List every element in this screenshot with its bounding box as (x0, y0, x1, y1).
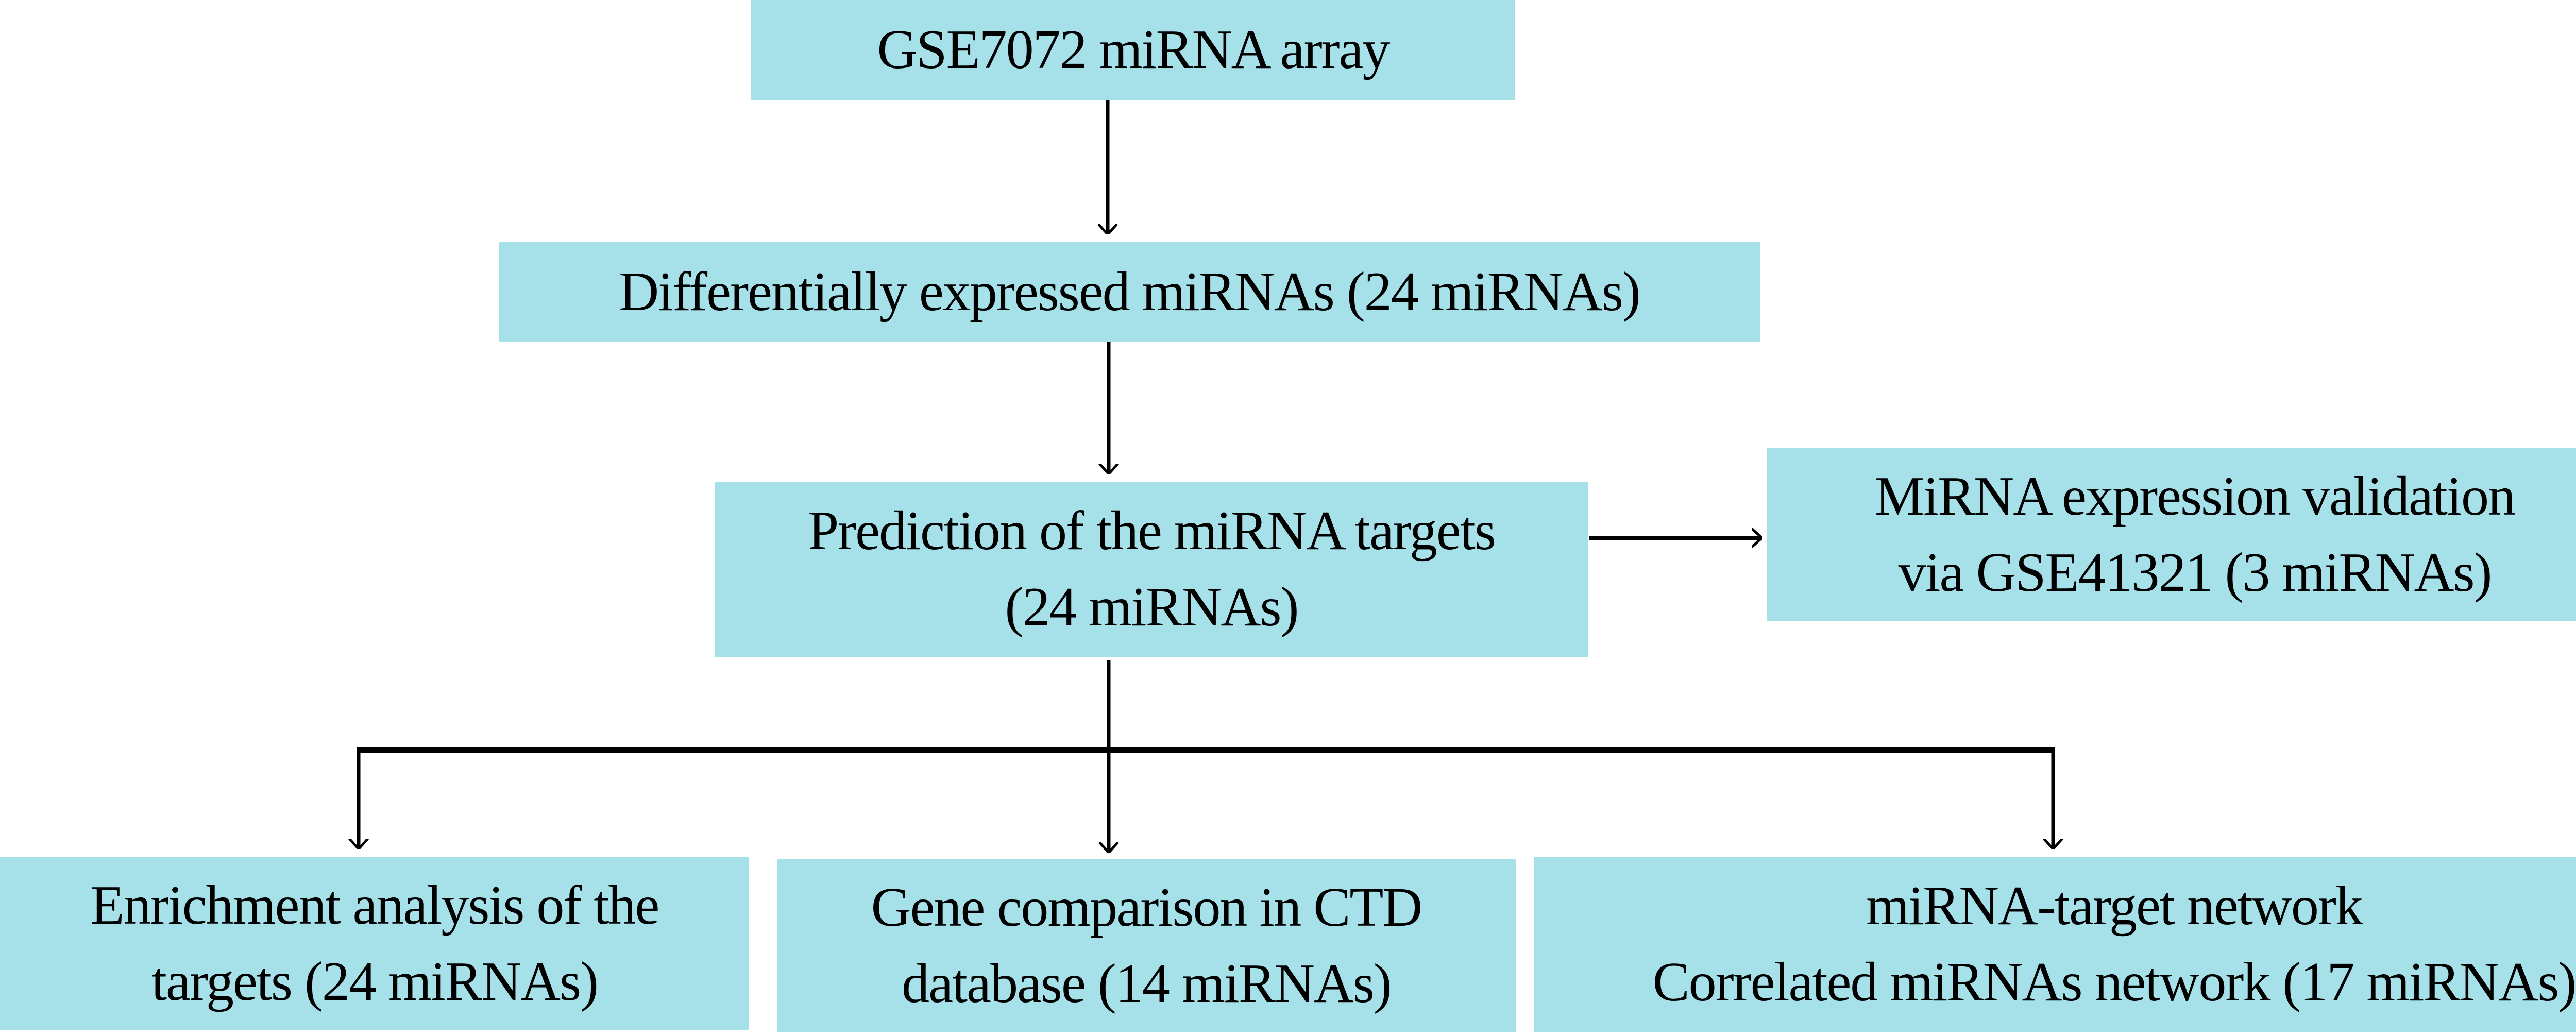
node-dem-line-1: Differentially expressed miRNAs (24 miRN… (619, 261, 1641, 322)
node-network-line-1: miRNA-target network (1866, 875, 2363, 937)
node-prediction-line-1: Prediction of the miRNA targets (808, 500, 1496, 562)
node-ctd-line-1: Gene comparison in CTD (871, 877, 1423, 938)
node-enrichment-line-1: Enrichment analysis of the (90, 874, 660, 936)
node-network-line-2: Correlated miRNAs network (17 miRNAs) (1652, 952, 2576, 1013)
node-prediction-line-2: (24 miRNAs) (1005, 576, 1299, 638)
node-differentially-expressed: Differentially expressed miRNAs (24 miRN… (499, 242, 1760, 342)
node-validation: MiRNA expression validation via GSE41321… (1767, 448, 2576, 621)
node-gse7072: GSE7072 miRNA array (751, 0, 1515, 100)
node-network: miRNA-target network Correlated miRNAs n… (1534, 857, 2576, 1032)
node-enrichment-line-2: targets (24 miRNAs) (151, 950, 599, 1012)
node-validation-line-1: MiRNA expression validation (1875, 466, 2516, 527)
node-ctd: Gene comparison in CTD database (14 miRN… (777, 859, 1516, 1032)
node-ctd-line-2: database (14 miRNAs) (902, 953, 1392, 1014)
node-gse7072-line-1: GSE7072 miRNA array (877, 19, 1391, 80)
node-prediction: Prediction of the miRNA targets (24 miRN… (715, 482, 1588, 657)
node-validation-line-2: via GSE41321 (3 miRNAs) (1898, 542, 2493, 603)
node-enrichment: Enrichment analysis of the targets (24 m… (0, 857, 749, 1030)
